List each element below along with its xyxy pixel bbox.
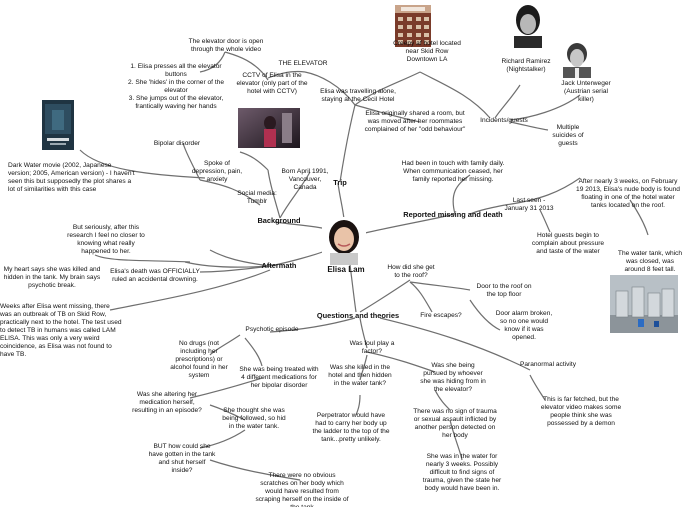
node-travelling: Elisa was travelling alone, staying at t… [320,88,396,103]
elisa-portrait [322,217,366,265]
node-accidental: Elisa's death was OFFICIALLY ruled an ac… [110,268,200,283]
node-bipolar: Bipolar disorder [153,140,201,147]
node-no-trauma: There was no sign of trauma or sexual as… [413,408,497,439]
node-killed-hotel: Was she killed in the hotel and then hid… [328,364,392,387]
node-the-elevator: THE ELEVATOR [278,60,328,67]
node-creepy-hotel: Creepy af hotel located near Skid Row Do… [393,40,461,63]
node-spoke: Spoke of depression, pain, anxiety [191,160,243,183]
node-complain: Hotel guests begin to complain about pre… [531,232,605,255]
node-alarm: Door alarm broken, so no one would know … [495,310,553,341]
cctv-still [238,108,300,148]
node-unterweger: Jack Unterweger (Austrian serial killer) [561,80,611,103]
branch-missing: Reported missing and death [403,210,503,219]
node-found: After nearly 3 weeks, on February 19 201… [576,178,680,209]
node-psychotic: Psychotic episode [245,326,299,333]
branch-background: Background [257,216,301,225]
node-heart-says: My heart says she was killed and hidden … [3,266,101,289]
branch-aftermath: Aftermath [261,261,297,270]
water-tanks-photo [610,275,678,333]
node-ramirez: Richard Ramirez (Nightstalker) [501,58,551,73]
node-three-weeks: She was in the water for nearly 3 weeks.… [422,453,502,492]
node-far-fetched: This is far fetched, but the elevator vi… [540,396,622,427]
node-touch-family: Had been in touch with family daily. Whe… [401,160,505,183]
node-pursued: Was she being pursued by whoever she was… [420,362,486,393]
node-foul-play: Was foul play a factor? [349,340,395,355]
node-scratches: There were no obvious scratches on her b… [255,472,349,507]
node-tb-outbreak: Weeks after Elisa went missing, there wa… [0,303,122,358]
node-followed: She thought she was being followed, so h… [222,407,286,430]
node-paranormal: Paranormal activity [519,361,577,368]
node-no-drugs: No drugs (not including her prescription… [170,340,228,379]
node-door-roof: Door to the roof on the top floor [476,283,532,298]
node-suicides: Multiple suicides of guests [552,124,584,147]
node-elevator-door: The elevator door is open through the wh… [188,38,264,53]
node-elevator-steps: 1. Elisa presses all the elevator button… [128,63,224,110]
node-fire-escapes: Fire escapes? [420,312,462,319]
branch-questions: Questions and theories [316,311,400,320]
node-last-seen: Last seen - January 31 2013 [504,197,554,212]
branch-trip: Trip [333,178,347,187]
node-cctv: CCTV of Elisa in the elevator (only part… [236,72,308,95]
node-shared-room: Elisa originally shared a room, but was … [364,110,466,133]
node-but-how: BUT how could she have gotten in the tan… [148,443,216,474]
center-topic: Elisa Lam [327,265,365,274]
hotel-photo [395,5,431,47]
node-social: Social media: Tumblr [237,190,277,205]
node-dark-water: Dark Water movie (2002, Japanese version… [8,162,135,193]
node-altering: Was she altering her medication herself,… [132,391,202,414]
unterweger-photo [558,40,596,78]
node-tank-closed: The water tank, which was closed, was ar… [617,250,683,273]
node-born: Born April 1991, Vancouver, Canada [281,168,329,191]
dark-water-poster [42,100,74,150]
node-incidents: Incidents/guests [480,117,528,124]
node-seriously: But seriously, after this research I fee… [67,224,145,255]
node-treated: She was being treated with 4 different m… [239,366,319,389]
node-how-roof: How did she get to the roof? [387,264,435,279]
ramirez-photo [508,2,548,48]
node-perpetrator: Perpetrator would have had to carry her … [312,412,390,443]
